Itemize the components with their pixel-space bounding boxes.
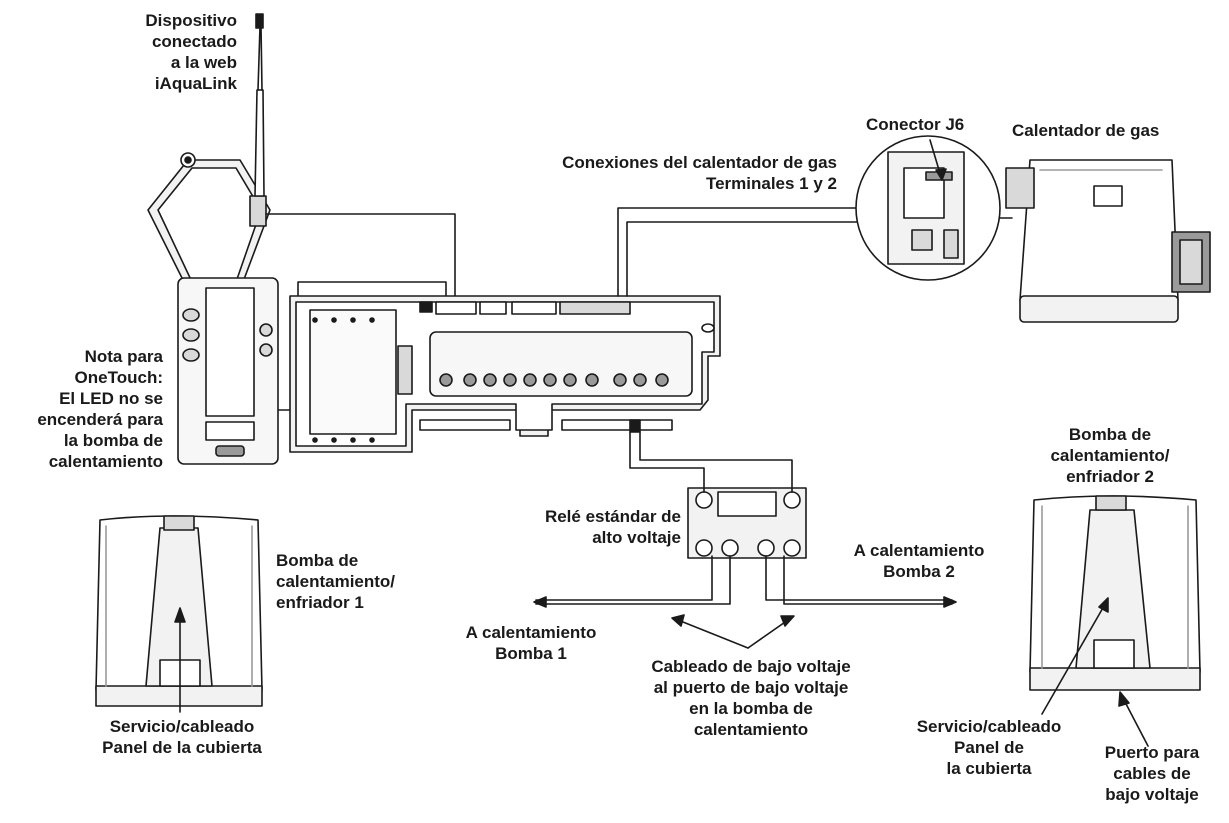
pointer-service2-head	[1098, 597, 1109, 613]
label-line: Bomba de	[276, 551, 359, 570]
label-to-pump-1: A calentamiento Bomba 1	[446, 622, 616, 664]
label-line: Cableado de bajo voltaje	[651, 657, 851, 676]
pointer-service1-head	[174, 607, 186, 623]
heat-pump-1	[95, 515, 263, 707]
label-line: Terminales 1 y 2	[705, 174, 837, 193]
label-line: en la bomba de	[689, 699, 813, 718]
label-line: alto voltaje	[592, 528, 681, 547]
label-line: Bomba 2	[883, 562, 955, 581]
label-gas-heater: Calentador de gas	[1012, 120, 1159, 141]
pointer-lv-1-head	[671, 614, 685, 627]
label-line: Servicio/cableado	[109, 717, 255, 736]
label-low-voltage-wiring: Cableado de bajo voltaje al puerto de ba…	[624, 656, 878, 740]
label-line: calentamiento/	[1050, 446, 1170, 465]
label-line: encenderá para	[37, 410, 163, 429]
pointer-lv-2-head	[780, 615, 795, 627]
label-line: la cubierta	[946, 759, 1032, 778]
label-line: Servicio/cableado	[916, 717, 1062, 736]
label-low-voltage-port: Puerto para cables de bajo voltaje	[1082, 742, 1222, 805]
wire-relay-2	[639, 431, 793, 493]
label-line: conectado	[151, 32, 237, 51]
label-line: a la web	[170, 53, 237, 72]
label-heatpump-2: Bomba de calentamiento/ enfriador 2	[1010, 424, 1210, 487]
line-to-pump1	[535, 555, 713, 601]
label-service-1: Servicio/cableado Panel de la cubierta	[70, 716, 294, 758]
wire-gas-heater-1	[617, 207, 883, 297]
pointer-lv-2	[747, 619, 789, 649]
pointer-lv-1	[677, 619, 749, 649]
arrow-to-pump2	[943, 596, 957, 608]
label-line: Conexiones del calentador de gas	[562, 153, 837, 172]
label-heatpump-1: Bomba de calentamiento/ enfriador 1	[276, 550, 395, 613]
label-line: Nota para	[84, 347, 163, 366]
label-line: Relé estándar de	[544, 507, 681, 526]
label-line: Conector J6	[866, 115, 965, 134]
label-line: Puerto para	[1104, 743, 1200, 762]
heat-pump-2	[1029, 495, 1201, 691]
label-line: calentamiento/	[276, 572, 396, 591]
label-connector-j6: Conector J6	[866, 114, 964, 135]
label-line: enfriador 1	[276, 593, 364, 612]
label-line: El LED no se	[59, 389, 163, 408]
label-line: A calentamiento	[853, 541, 985, 560]
label-line: Dispositivo	[145, 11, 237, 30]
line-to-pump2-b	[783, 555, 953, 605]
line-to-pump1-b	[535, 555, 731, 605]
label-line: A calentamiento	[465, 623, 597, 642]
wire-iaqualink	[265, 213, 456, 297]
line-to-pump2	[765, 555, 953, 601]
label-line: Bomba de	[1068, 425, 1152, 444]
label-relay: Relé estándar de alto voltaje	[545, 506, 681, 548]
label-service-2: Servicio/cableado Panel de la cubierta	[884, 716, 1094, 779]
label-line: bajo voltaje	[1105, 785, 1199, 804]
arrow-to-pump1	[533, 596, 547, 608]
label-line: al puerto de bajo voltaje	[653, 678, 849, 697]
label-line: iAquaLink	[154, 74, 237, 93]
label-iaqualink: Dispositivo conectado a la web iAquaLink	[145, 10, 237, 94]
pointer-lv-port-head	[1118, 691, 1130, 707]
label-line: Panel de	[954, 738, 1024, 757]
wire-relay-1	[629, 431, 705, 493]
label-line: cables de	[1113, 764, 1191, 783]
gas-heater	[1005, 159, 1211, 323]
connector-j6-detail	[855, 135, 1013, 281]
label-line: Bomba 1	[495, 644, 567, 663]
control-panel	[289, 295, 721, 453]
label-line: OneTouch:	[74, 368, 163, 387]
label-line: la bomba de	[63, 431, 163, 450]
pointer-j6-head	[935, 168, 947, 181]
onetouch-controller	[177, 277, 279, 465]
label-gas-connections: Conexiones del calentador de gas Termina…	[562, 152, 837, 194]
label-to-pump-2: A calentamiento Bomba 2	[834, 540, 1004, 582]
label-line: calentamiento	[693, 720, 809, 739]
pointer-lv-port	[1123, 699, 1149, 747]
label-line: enfriador 2	[1066, 467, 1154, 486]
label-onetouch-note: Nota para OneTouch: El LED no se encende…	[37, 346, 163, 472]
relay	[687, 487, 807, 559]
label-line: calentamiento	[48, 452, 163, 471]
label-line: Panel de la cubierta	[102, 738, 262, 757]
label-line: Calentador de gas	[1012, 121, 1160, 140]
pointer-service2	[1041, 605, 1105, 715]
